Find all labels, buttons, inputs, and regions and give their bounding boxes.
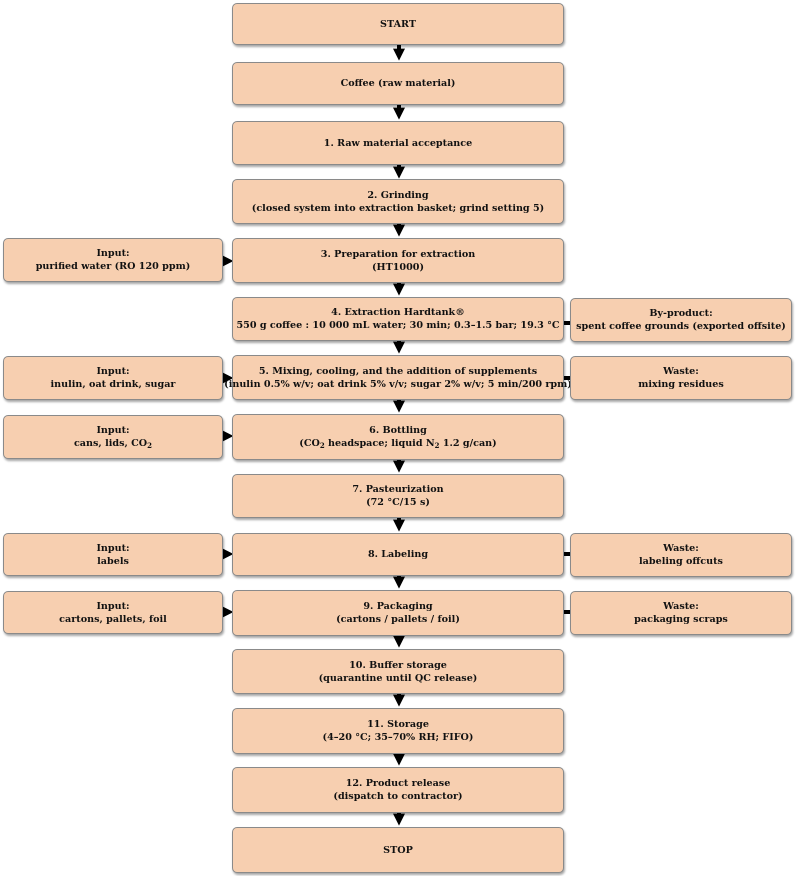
step-2-detail: (closed system into extraction basket; g… — [251, 202, 545, 214]
step-start: START — [232, 3, 564, 45]
input-water-title: Input: — [96, 248, 130, 259]
step-5-title: 5. Mixing, cooling, and the addition of … — [258, 365, 538, 377]
output-packaging-text: packaging scraps — [634, 614, 728, 625]
step-4-detail: 550 g coffee : 10 000 mL water; 30 min; … — [236, 320, 560, 331]
step-11-storage: 11. Storage (4–20 °C; 35–70% RH; FIFO) — [232, 708, 564, 754]
output-labeling-waste: Waste: labeling offcuts — [570, 533, 792, 577]
output-packaging-waste: Waste: packaging scraps — [570, 591, 792, 635]
step-6-detail-sub-b: 2 — [434, 441, 440, 450]
step-start-label: START — [380, 18, 416, 30]
step-8-labeling: 8. Labeling — [232, 533, 564, 576]
step-4-title: 4. Extraction Hardtank® — [331, 307, 465, 318]
step-stop-label: STOP — [383, 844, 413, 856]
input-labels-title: Input: — [96, 542, 130, 554]
step-8-label: 8. Labeling — [367, 549, 429, 560]
step-10-title: 10. Buffer storage — [349, 659, 447, 671]
step-6-detail: (CO2 headspace; liquid N2 1.2 g/can) — [299, 437, 496, 450]
step-11-title: 11. Storage — [367, 719, 429, 730]
step-9-title: 9. Packaging — [363, 601, 433, 612]
step-3-detail: (HT1000) — [372, 261, 424, 273]
input-bottling-title: Input: — [96, 425, 130, 436]
output-labeling-text: labeling offcuts — [639, 556, 723, 567]
output-mixing-waste: Waste: mixing residues — [570, 356, 792, 400]
input-supplements: Input: inulin, oat drink, sugar — [3, 356, 223, 400]
step-2-grinding: 2. Grinding (closed system into extracti… — [232, 179, 564, 224]
output-mixing-text: mixing residues — [638, 379, 724, 390]
input-packaging-title: Input: — [96, 600, 130, 612]
output-packaging-title: Waste: — [663, 601, 699, 612]
input-packaging-text: cartons, pallets, foil — [59, 613, 167, 625]
step-3-preparation-for-extraction: 3. Preparation for extraction (HT1000) — [232, 238, 564, 283]
output-byproduct-text: spent coffee grounds (exported offsite) — [576, 321, 786, 332]
step-2-title: 2. Grinding — [367, 189, 429, 201]
step-6-detail-c: 1.2 g/can) — [439, 438, 497, 449]
step-7-title: 7. Pasteurization — [352, 484, 444, 495]
input-supplements-title: Input: — [96, 366, 130, 377]
step-12-detail: (dispatch to contractor) — [333, 791, 463, 802]
step-4-extraction: 4. Extraction Hardtank® 550 g coffee : 1… — [232, 297, 564, 341]
step-7-detail: (72 °C/15 s) — [366, 497, 430, 508]
output-byproduct: By-product: spent coffee grounds (export… — [570, 298, 792, 342]
step-coffee-raw-material: Coffee (raw material) — [232, 62, 564, 105]
step-12-product-release: 12. Product release (dispatch to contrac… — [232, 767, 564, 813]
output-labeling-title: Waste: — [663, 543, 699, 554]
input-packaging-materials: Input: cartons, pallets, foil — [3, 591, 223, 634]
step-6-detail-b: headspace; liquid N — [324, 438, 435, 449]
step-stop: STOP — [232, 827, 564, 873]
step-6-detail-a: (CO — [299, 438, 320, 449]
step-6-title: 6. Bottling — [369, 425, 427, 436]
step-1-label: 1. Raw material acceptance — [323, 137, 473, 149]
step-3-title: 3. Preparation for extraction — [320, 248, 476, 260]
output-byproduct-title: By-product: — [649, 308, 713, 319]
step-5-detail: (inulin 0.5% w/v; oat drink 5% v/v; suga… — [224, 378, 572, 390]
step-9-packaging: 9. Packaging (cartons / pallets / foil) — [232, 590, 564, 636]
step-1-raw-material-acceptance: 1. Raw material acceptance — [232, 121, 564, 165]
step-coffee-label: Coffee (raw material) — [340, 78, 456, 89]
input-purified-water: Input: purified water (RO 120 ppm) — [3, 238, 223, 282]
step-11-detail: (4–20 °C; 35–70% RH; FIFO) — [322, 732, 474, 743]
input-bottling-text-main: cans, lids, CO — [73, 438, 148, 449]
step-6-detail-sub-a: 2 — [319, 441, 325, 450]
step-6-bottling: 6. Bottling (CO2 headspace; liquid N2 1.… — [232, 414, 564, 460]
output-mixing-title: Waste: — [663, 366, 699, 377]
input-bottling-text-sub: 2 — [147, 441, 153, 450]
step-9-detail: (cartons / pallets / foil) — [336, 614, 460, 625]
step-5-mixing: 5. Mixing, cooling, and the addition of … — [224, 355, 572, 400]
input-water-text: purified water (RO 120 ppm) — [35, 261, 191, 272]
step-10-detail: (quarantine until QC release) — [318, 672, 478, 684]
step-12-title: 12. Product release — [345, 778, 451, 789]
input-bottling-text: cans, lids, CO2 — [74, 437, 152, 450]
step-10-buffer-storage: 10. Buffer storage (quarantine until QC … — [232, 649, 564, 694]
input-labels: Input: labels — [3, 533, 223, 576]
step-7-pasteurization: 7. Pasteurization (72 °C/15 s) — [232, 474, 564, 518]
input-labels-text: labels — [97, 555, 129, 567]
input-supplements-text: inulin, oat drink, sugar — [50, 379, 176, 390]
input-bottling-materials: Input: cans, lids, CO2 — [3, 415, 223, 459]
